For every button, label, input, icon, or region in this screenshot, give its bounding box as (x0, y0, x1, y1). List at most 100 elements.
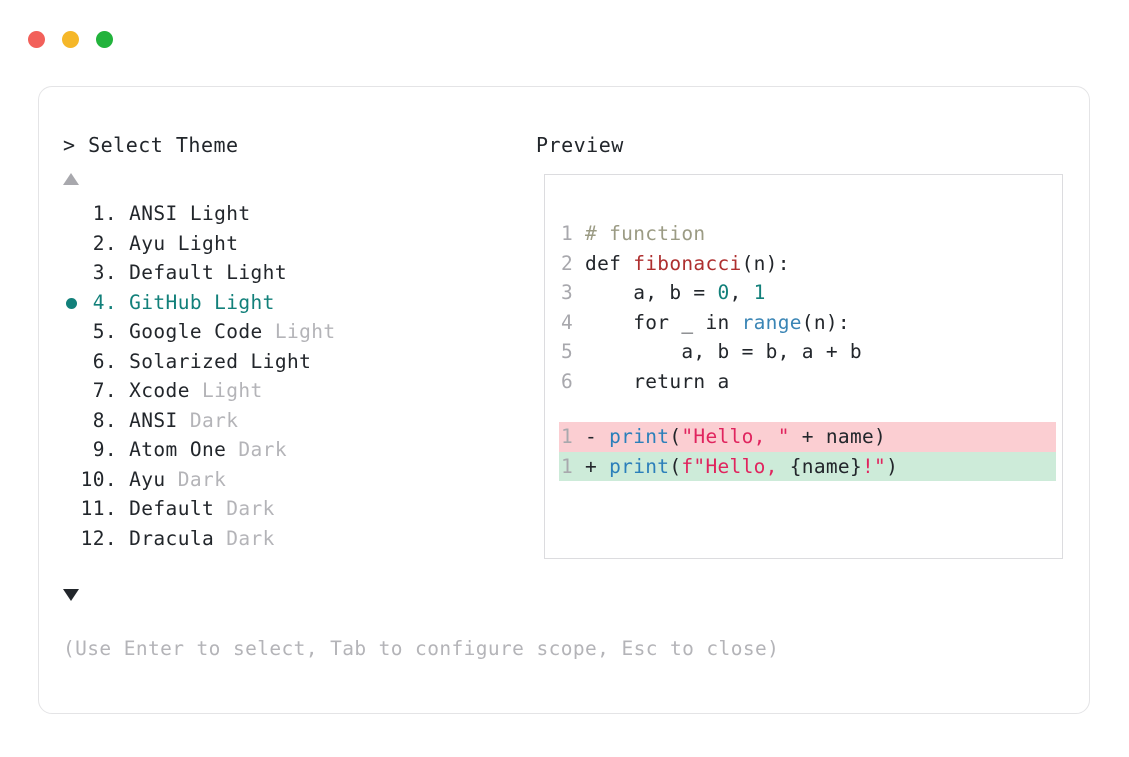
triangle-up-icon[interactable] (63, 173, 79, 185)
line-number: 6 (560, 369, 573, 393)
theme-list-item[interactable]: 7. Xcode Light (63, 376, 513, 406)
theme-name: Xcode (117, 379, 202, 402)
code-line: 5 a, b = b, a + b (559, 337, 1056, 367)
help-text: (Use Enter to select, Tab to configure s… (63, 637, 780, 660)
theme-variant-label: Light (214, 290, 275, 314)
theme-name: Default (117, 261, 227, 284)
theme-index: 11. (80, 497, 117, 520)
theme-variant-label: Light (250, 349, 312, 373)
theme-index: 3. (80, 261, 117, 284)
theme-variant-label: Light (201, 379, 263, 402)
line-number: 5 (560, 340, 573, 363)
theme-index: 12. (80, 526, 117, 550)
theme-variant-label: Dark (177, 467, 227, 491)
code-token: f"Hello, (681, 454, 790, 478)
code-token: ( (669, 454, 682, 478)
code-line: 2 def fibonacci(n): (559, 249, 1056, 279)
gutter-gap (573, 311, 585, 334)
theme-index: 1. (80, 202, 117, 225)
code-token: fibonacci (633, 251, 742, 275)
triangle-down-icon[interactable] (63, 589, 79, 601)
theme-index: 4. (80, 290, 117, 314)
theme-name: ANSI (117, 202, 190, 225)
theme-variant-label: Dark (226, 526, 275, 550)
theme-index: 8. (80, 408, 117, 432)
minimize-dot[interactable] (62, 31, 79, 48)
diff-line-added: 1 + print(f"Hello, {name}!") (559, 451, 1056, 481)
selected-bullet-icon (66, 297, 77, 309)
line-number: 1 (560, 425, 573, 448)
code-token: + name) (789, 425, 887, 448)
maximize-dot[interactable] (96, 31, 113, 48)
code-line: 1 # function (559, 219, 1056, 249)
theme-name: Google Code (117, 320, 275, 343)
theme-index: 9. (80, 438, 117, 461)
theme-name: Default (117, 497, 227, 520)
code-spacer (559, 396, 1056, 422)
gutter-gap (573, 340, 585, 363)
theme-name: ANSI (117, 408, 190, 432)
code-token: {name} (789, 454, 862, 478)
gutter-gap (573, 252, 585, 275)
code-token: (n): (741, 251, 790, 275)
line-number: 1 (560, 222, 573, 245)
code-token: (n): (801, 310, 850, 334)
preview-title: Preview (536, 133, 624, 157)
prompt-marker: > (63, 133, 89, 157)
theme-list-item[interactable]: 5. Google Code Light (63, 317, 513, 347)
theme-list-item[interactable]: 9. Atom One Dark (63, 435, 513, 465)
code-token: ) (886, 454, 899, 478)
theme-list-item[interactable]: 2. Ayu Light (63, 229, 513, 259)
theme-index: 10. (80, 467, 117, 491)
theme-variant-label: Dark (226, 497, 275, 520)
theme-list-item[interactable]: 1. ANSI Light (63, 199, 513, 229)
theme-name: Dracula (117, 526, 227, 550)
theme-name: Ayu (117, 467, 178, 491)
theme-name: Ayu (117, 231, 178, 255)
theme-list-item[interactable]: 11. Default Dark (63, 494, 513, 524)
code-token: # function (585, 222, 706, 245)
line-number: 2 (560, 251, 573, 275)
theme-list-item[interactable]: 4. GitHub Light (63, 288, 513, 318)
prompt-title: Select Theme (88, 133, 239, 157)
line-number: 1 (560, 454, 573, 478)
code-token: print (609, 425, 670, 448)
diff-block: 1 - print("Hello, " + name)1 + print(f"H… (559, 422, 1056, 481)
theme-list-item[interactable]: 6. Solarized Light (63, 347, 513, 377)
theme-name: GitHub (117, 290, 215, 314)
gutter-gap (573, 281, 585, 304)
code-line: 3 a, b = 0, 1 (559, 278, 1056, 308)
window-titlebar (0, 0, 1129, 72)
theme-list[interactable]: 1. ANSI Light 2. Ayu Light 3. Default Li… (63, 199, 513, 553)
code-token: ( (669, 425, 682, 448)
diff-marker: - (573, 425, 610, 448)
theme-index: 2. (80, 231, 117, 255)
theme-name: Solarized (117, 349, 251, 373)
code-line: 6 return a (559, 367, 1056, 397)
window-controls (28, 31, 113, 48)
code-token: 0 (717, 281, 730, 304)
code-line: 4 for _ in range(n): (559, 308, 1056, 338)
theme-list-item[interactable]: 10. Ayu Dark (63, 465, 513, 495)
gutter-gap (573, 370, 585, 393)
gutter-gap (573, 222, 585, 245)
theme-variant-label: Dark (238, 438, 287, 461)
page-title: > Select Theme (63, 133, 239, 157)
diff-marker: + (573, 454, 610, 478)
theme-variant-label: Light (226, 261, 287, 284)
theme-variant-label: Light (274, 320, 336, 343)
theme-list-item[interactable]: 3. Default Light (63, 258, 513, 288)
theme-index: 7. (80, 379, 117, 402)
theme-list-item[interactable]: 12. Dracula Dark (63, 524, 513, 554)
code-token: return a (585, 369, 730, 393)
theme-list-item[interactable]: 8. ANSI Dark (63, 406, 513, 436)
code-token: !" (862, 454, 887, 478)
line-number: 3 (560, 281, 573, 304)
code-token: range (741, 310, 802, 334)
code-token: a, b = b, a + b (585, 340, 862, 363)
close-dot[interactable] (28, 31, 45, 48)
theme-picker-card: > Select Theme Preview 1. ANSI Light 2. … (38, 86, 1090, 714)
